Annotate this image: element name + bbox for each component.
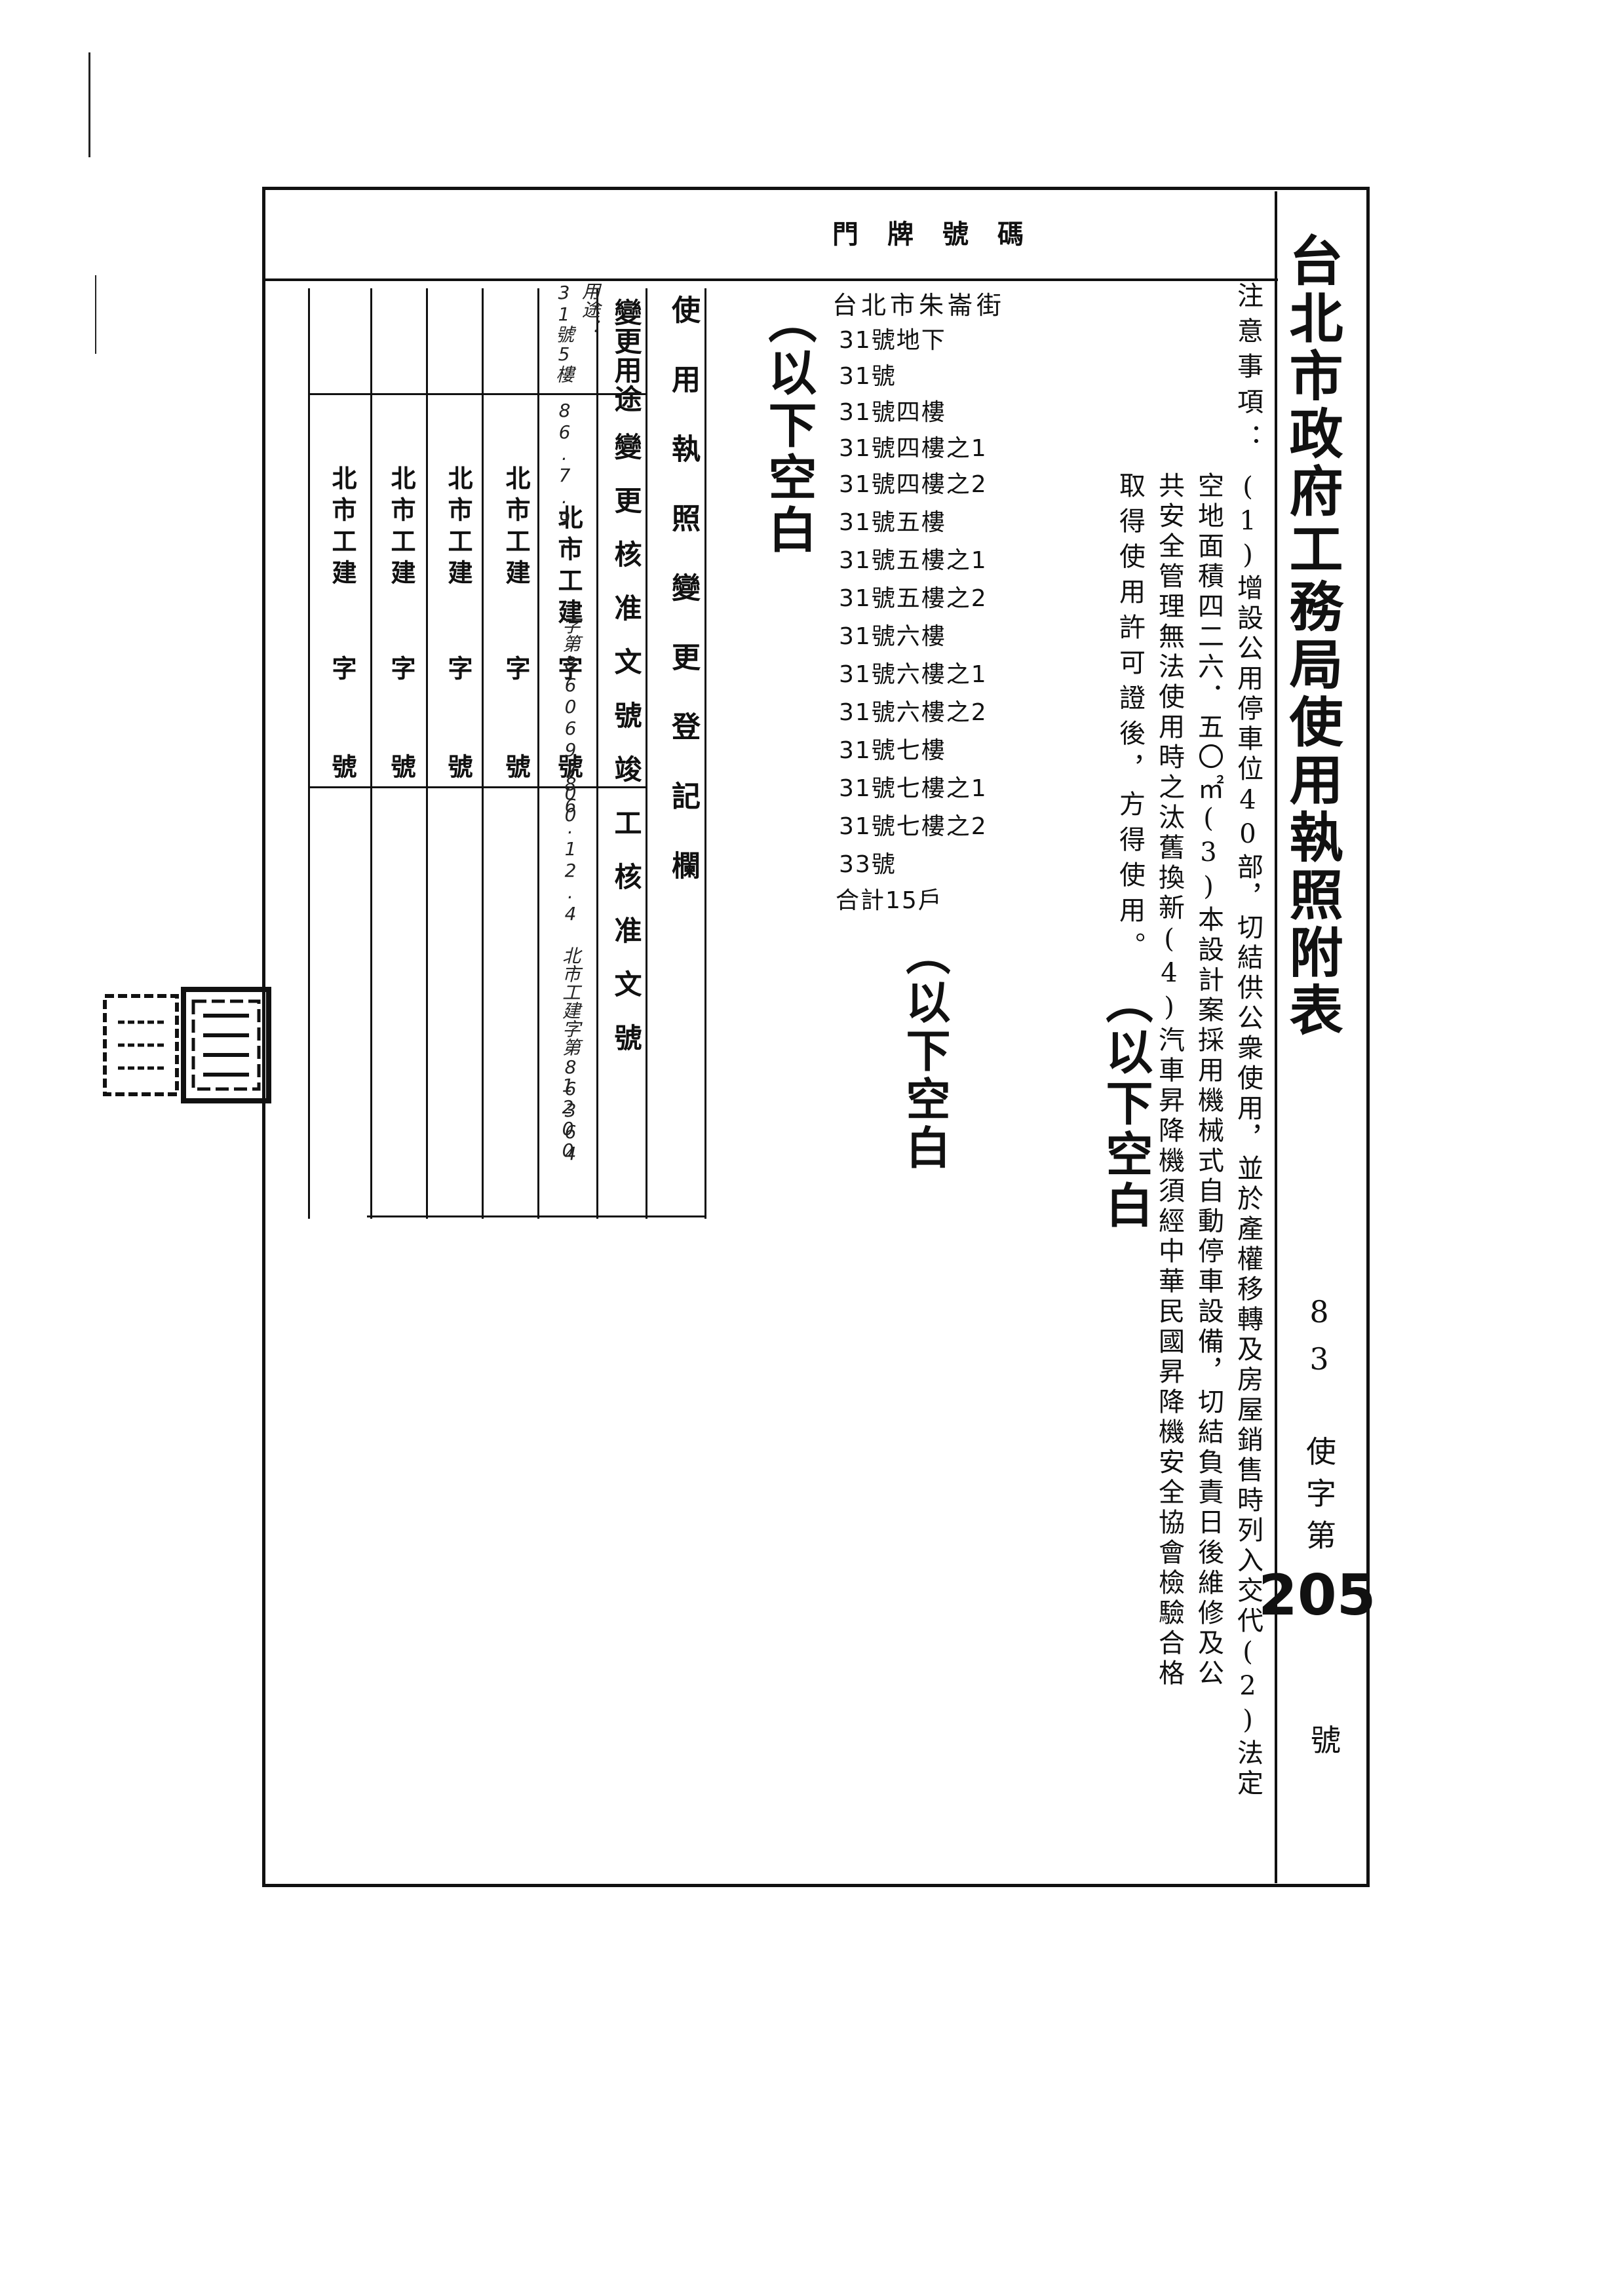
handwritten-note: 1200 — [557, 1075, 579, 1161]
doc-number: 205 — [1258, 1563, 1376, 1628]
address-item: 31號七樓 — [839, 737, 946, 764]
notes-heading: 注意事項： — [1233, 282, 1263, 459]
stamp-suffix: 號 — [328, 754, 357, 778]
doc-number-prefix: 83 使字第 — [1302, 1294, 1337, 1561]
address-item: 31號四樓 — [839, 399, 946, 426]
address-total: 合計15戶 — [836, 887, 943, 914]
document-title: 台北市政府工務局使用執照附表 — [1280, 233, 1343, 1040]
table-column-header-right: 變更核准文號竣工核准文號 — [610, 432, 642, 1077]
stamp-suffix: 字 — [328, 655, 357, 680]
address-item: 31號四樓之2 — [839, 471, 988, 498]
stamp-suffix: 號 — [444, 754, 473, 778]
address-item: 33號 — [839, 851, 897, 878]
notes-line-4: 取得使用許可證後，方得使用。 — [1115, 472, 1145, 967]
table-rule — [308, 393, 646, 395]
table-rule — [308, 288, 310, 1219]
table-rule — [370, 288, 372, 1219]
stamp-suffix: 號 — [554, 754, 583, 778]
table-rule — [596, 288, 598, 1219]
official-seal — [103, 987, 271, 1103]
stamp-text: 北市工建 — [328, 465, 357, 591]
notes-line-2: 空地面積四二六．五〇㎡(3)本設計案採用機械式自動停車設備，切結負責日後維修及公 — [1193, 472, 1224, 1689]
address-item: 31號四樓之1 — [839, 435, 988, 462]
stamp-suffix: 字 — [387, 655, 416, 680]
notes-blank-mark: （以下空白 — [1098, 976, 1153, 1232]
address-item: 31號七樓之2 — [839, 813, 988, 840]
doc-number-suffix: 號 — [1311, 1723, 1341, 1758]
stamp-suffix: 號 — [387, 754, 416, 778]
handwritten-note: 31號5樓 — [553, 282, 575, 383]
notes-line-1: (1)增設公用停車位40部，切結供公衆使用，並於產權移轉及房屋銷售時列入交代(2… — [1233, 472, 1263, 1799]
title-divider — [1275, 191, 1277, 1883]
door-number-header: 門牌號碼 — [832, 219, 1052, 250]
handwritten-note: 用途： — [579, 282, 601, 337]
street-name: 台北市朱崙街 — [832, 291, 1006, 320]
table-header: 使用執照變更登記欄 — [666, 295, 700, 920]
handwritten-note: 86.7.9. — [554, 400, 575, 551]
handwritten-note: 86.12.4 北市工建字第86364 — [560, 773, 581, 1164]
stamp-text: 北市工建 — [554, 505, 583, 630]
address-item: 31號七樓之1 — [839, 775, 988, 802]
address-item: 31號六樓 — [839, 623, 946, 650]
scan-artifact — [88, 52, 90, 157]
stamp-suffix: 號 — [501, 754, 531, 778]
address-item: 31號地下 — [839, 327, 946, 354]
table-rule — [646, 288, 647, 1219]
stamp-suffix: 字 — [501, 655, 531, 680]
notes-line-3: 共安全管理無法使用時之汰舊換新(4)汽車昇降機須經中華民國昇降機安全協會檢驗合格 — [1154, 472, 1184, 1689]
stamp-suffix: 字 — [554, 655, 583, 680]
address-item: 31號五樓 — [839, 509, 946, 536]
stamp-text: 北市工建 — [444, 465, 473, 591]
door-numbers-blank-mark: （以下空白 — [898, 930, 950, 1173]
table-rule — [308, 786, 646, 788]
table-rule — [426, 288, 428, 1219]
address-item: 31號 — [839, 363, 897, 390]
table-rule — [367, 1215, 704, 1217]
stamp-suffix: 字 — [444, 655, 473, 680]
address-item: 31號五樓之1 — [839, 547, 988, 574]
stamp-text: 北市工建 — [501, 465, 531, 591]
header-divider — [265, 278, 1278, 281]
address-item: 31號五樓之2 — [839, 585, 988, 612]
table-column-header-left: 變更用途 — [610, 298, 642, 413]
table-rule — [482, 288, 484, 1219]
address-item: 31號六樓之2 — [839, 699, 988, 726]
table-rule — [537, 288, 539, 1219]
document-frame — [262, 187, 1370, 1887]
scan-artifact — [95, 275, 96, 354]
table-rule — [704, 288, 706, 1219]
stamp-text: 北市工建 — [387, 465, 416, 591]
handwritten-note: 字第86069700 — [560, 616, 581, 826]
table-blank-mark: （以下空白 — [760, 295, 817, 557]
address-item: 31號六樓之1 — [839, 661, 988, 688]
